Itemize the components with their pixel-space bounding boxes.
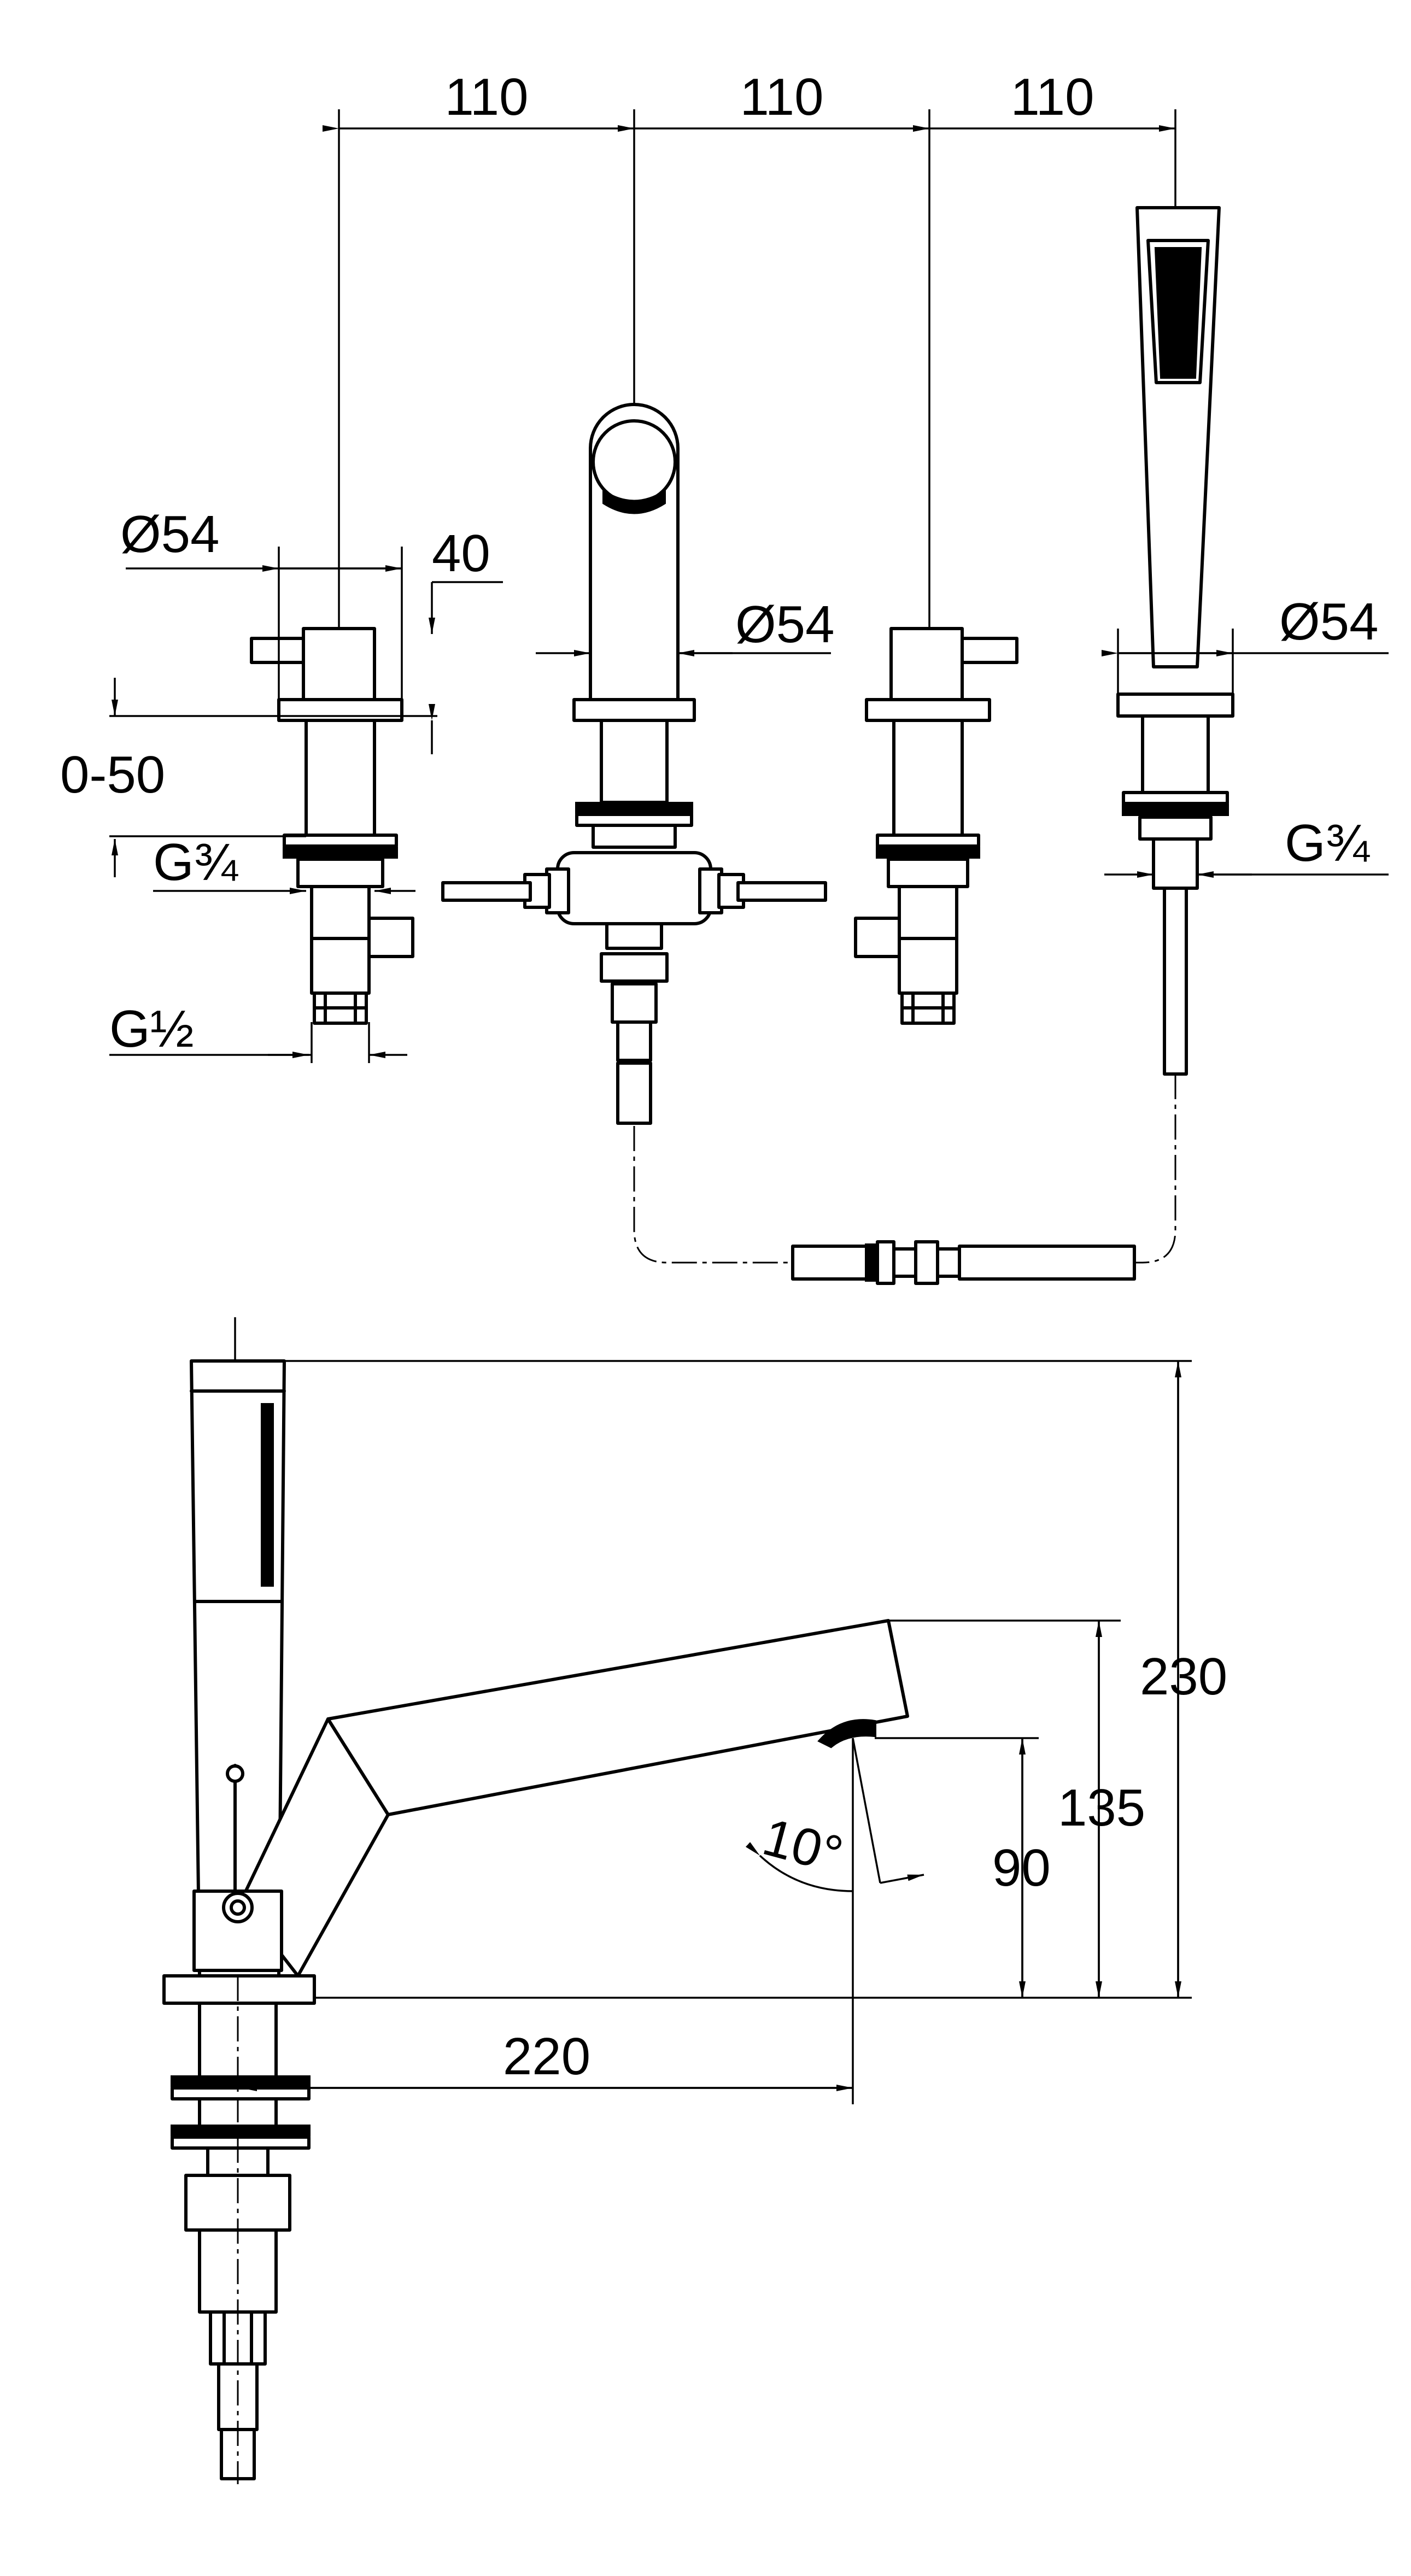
outlet-height-label: 90	[992, 1839, 1051, 1897]
diameter-spout-label: Ø54	[735, 595, 834, 654]
spout-height-label: 135	[1058, 1779, 1145, 1837]
right-valve	[854, 627, 1018, 1025]
spacing-label-2: 110	[740, 68, 823, 126]
thread-left-label: G¾	[153, 833, 239, 891]
tilt-angle-label: 10°	[757, 1808, 849, 1885]
left-valve	[250, 627, 414, 1025]
spout-dimension: Ø54	[536, 595, 834, 656]
diameter-left-label: Ø54	[120, 505, 219, 564]
diameter-handshower-label: Ø54	[1279, 592, 1378, 651]
hose-connection	[633, 1074, 1176, 1285]
spacing-dimension: 110 110 110	[323, 68, 1175, 132]
projection-label: 220	[503, 2027, 590, 2086]
spacing-label-1: 110	[444, 68, 528, 126]
handshower-top	[1116, 206, 1234, 1076]
side-dimensions: 230 135 90 220 10°	[241, 1360, 1227, 2104]
handshower-side	[190, 1359, 286, 1978]
lever-offset-label: 40	[432, 524, 490, 583]
spacing-label-3: 110	[1010, 68, 1094, 126]
handshower-dimensions: Ø54 G¾	[1102, 592, 1389, 878]
spout-side	[192, 1619, 909, 1978]
total-height-label: 230	[1140, 1647, 1227, 1706]
spout-top	[441, 403, 827, 1125]
side-view: 230 135 90 220 10°	[162, 1317, 1227, 2484]
side-deck-assembly	[162, 1974, 316, 2484]
thread-handshower-label: G¾	[1285, 814, 1371, 872]
thread-inlet-label: G½	[109, 1000, 194, 1058]
deck-range-label: 0-50	[60, 746, 165, 804]
top-view: 110 110 110 Ø54	[60, 68, 1389, 1285]
left-dimensions: Ø54 40 0-50 G¾ G½	[60, 505, 503, 1063]
